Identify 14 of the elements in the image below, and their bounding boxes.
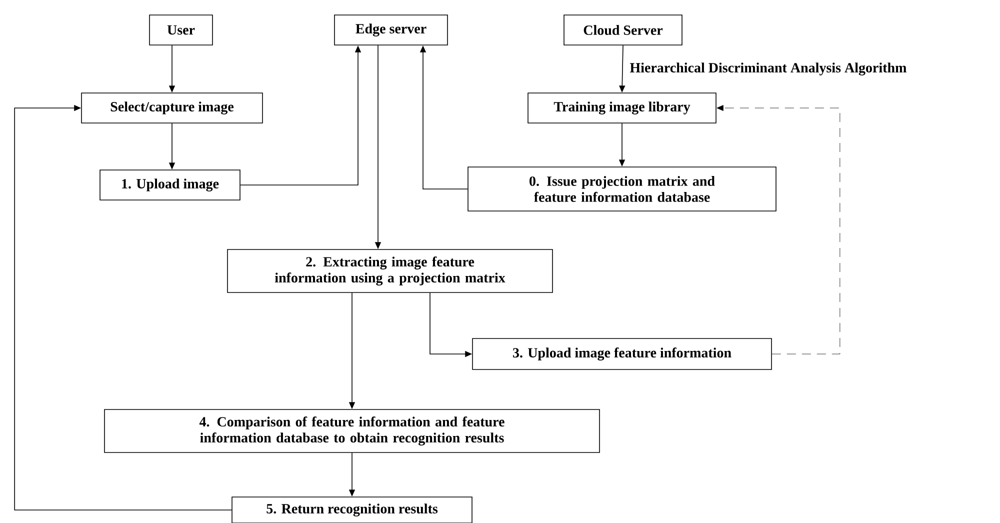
process-box: User: [149, 14, 213, 46]
process-box: 0. Issue projection matrix and feature information database: [468, 166, 776, 212]
process-box: 3. Upload image feature information: [472, 338, 772, 370]
process-box: 5. Return recognition results: [232, 496, 472, 523]
process-box: Select/capture image: [81, 92, 263, 124]
process-box: 2. Extracting image feature information using a projection matrix: [227, 249, 553, 293]
process-box: Training image library: [528, 92, 716, 124]
process-box: Cloud Server: [564, 14, 682, 46]
process-box: 1. Upload image: [100, 170, 240, 200]
arrow: [14, 104, 232, 510]
process-box: Edge server: [334, 14, 448, 46]
arrow: [716, 105, 840, 354]
process-box: 4. Comparison of feature information and feature information database to obtain recognition results: [104, 409, 600, 453]
edge-label: Hierarchical Discriminant Analysis Algorithm: [630, 62, 906, 76]
